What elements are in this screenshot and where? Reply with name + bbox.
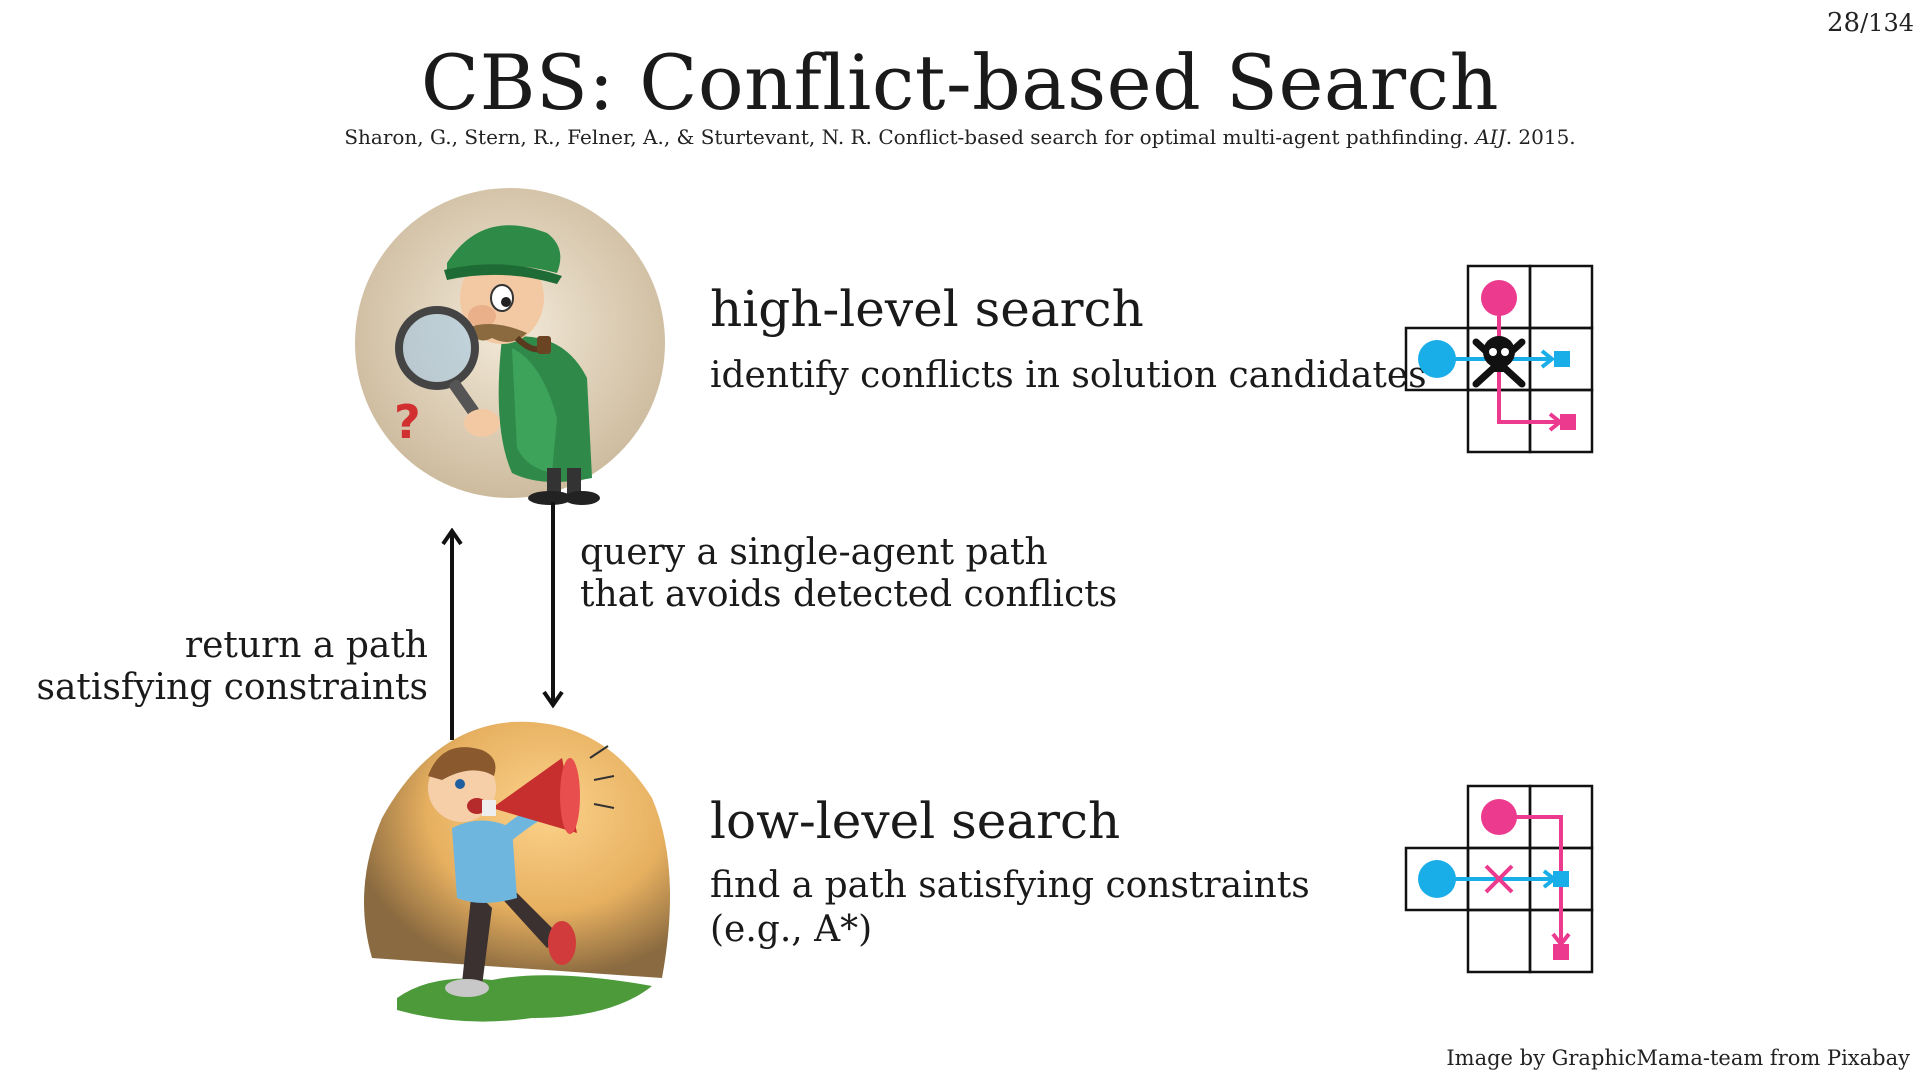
low-level-description-line2: (e.g., A*) (710, 909, 873, 950)
conflict-grid-diagram (1400, 262, 1600, 462)
return-path-arrow (440, 528, 464, 744)
blue-agent-start (1418, 860, 1456, 898)
resolved-grid-diagram (1400, 782, 1600, 982)
pink-agent-start (1481, 280, 1517, 316)
cross-mark-icon (1484, 864, 1514, 894)
high-level-description: identify conflicts in solution candidate… (710, 355, 1427, 396)
citation-year: . 2015. (1505, 125, 1576, 149)
low-level-description-line1: find a path satisfying constraints (710, 865, 1310, 906)
skull-crossbones-icon (1472, 336, 1526, 388)
megaphone-man-illustration (352, 718, 682, 1038)
slide-title: CBS: Conflict-based Search (420, 38, 1500, 127)
blue-agent-start (1418, 340, 1456, 378)
query-label: query a single-agent path that avoids de… (580, 532, 1117, 616)
citation-venue: AIJ (1475, 125, 1506, 149)
page-current: 28 (1827, 8, 1861, 38)
citation-text: Sharon, G., Stern, R., Felner, A., & Stu… (344, 125, 1469, 149)
svg-text:?: ? (394, 395, 421, 449)
query-path-arrow (541, 500, 565, 710)
low-level-description: find a path satisfying constraints (e.g.… (710, 864, 1310, 952)
high-level-heading: high-level search (710, 280, 1144, 338)
return-label-line1: return a path (184, 625, 428, 666)
page-number: 28/134 (1827, 8, 1914, 38)
low-level-heading: low-level search (710, 792, 1121, 850)
query-label-line2: that avoids detected conflicts (580, 574, 1118, 615)
pink-agent-start (1481, 799, 1517, 835)
return-label-line2: satisfying constraints (36, 667, 428, 708)
query-label-line1: query a single-agent path (580, 532, 1048, 573)
image-credit: Image by GraphicMama-team from Pixabay (1446, 1046, 1910, 1070)
page-total: /134 (1860, 9, 1914, 37)
return-label: return a path satisfying constraints (36, 625, 428, 709)
detective-illustration: ? (352, 188, 672, 508)
citation: Sharon, G., Stern, R., Felner, A., & Stu… (0, 125, 1920, 149)
